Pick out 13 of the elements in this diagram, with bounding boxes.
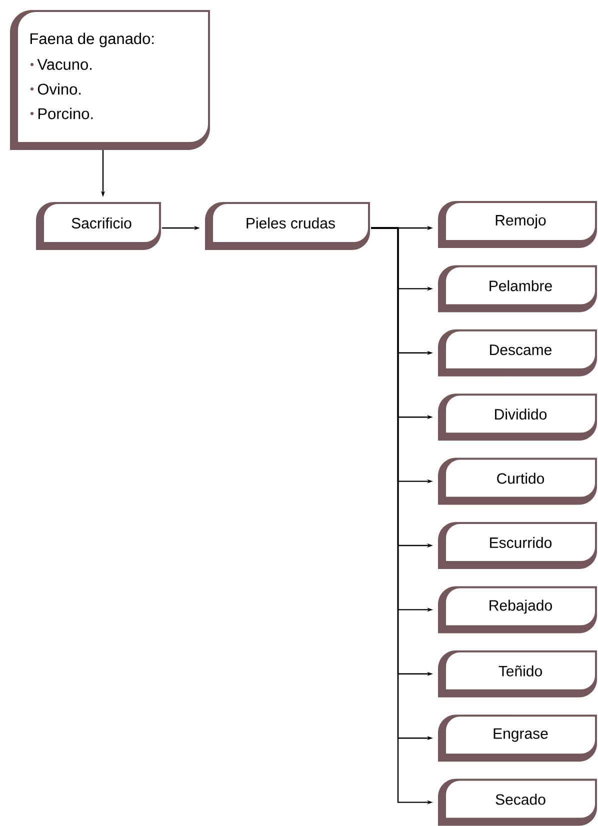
process-box: Escurrido xyxy=(438,522,597,569)
process-box: Remojo xyxy=(438,201,597,248)
process-box: Faena de ganado: Vacuno. Ovino. Porcino. xyxy=(10,10,210,150)
process-box: Teñido xyxy=(438,650,597,698)
process-box: Sacrificio xyxy=(36,202,161,250)
process-box: Secado xyxy=(438,778,597,826)
process-box: Dividido xyxy=(438,394,597,441)
process-box: Curtido xyxy=(438,458,597,505)
process-box: Pieles crudas xyxy=(205,202,370,250)
process-box: Engrase xyxy=(438,714,597,762)
process-box: Rebajado xyxy=(438,586,597,634)
process-box: Pelambre xyxy=(438,265,597,312)
process-box: Descame xyxy=(438,329,597,376)
